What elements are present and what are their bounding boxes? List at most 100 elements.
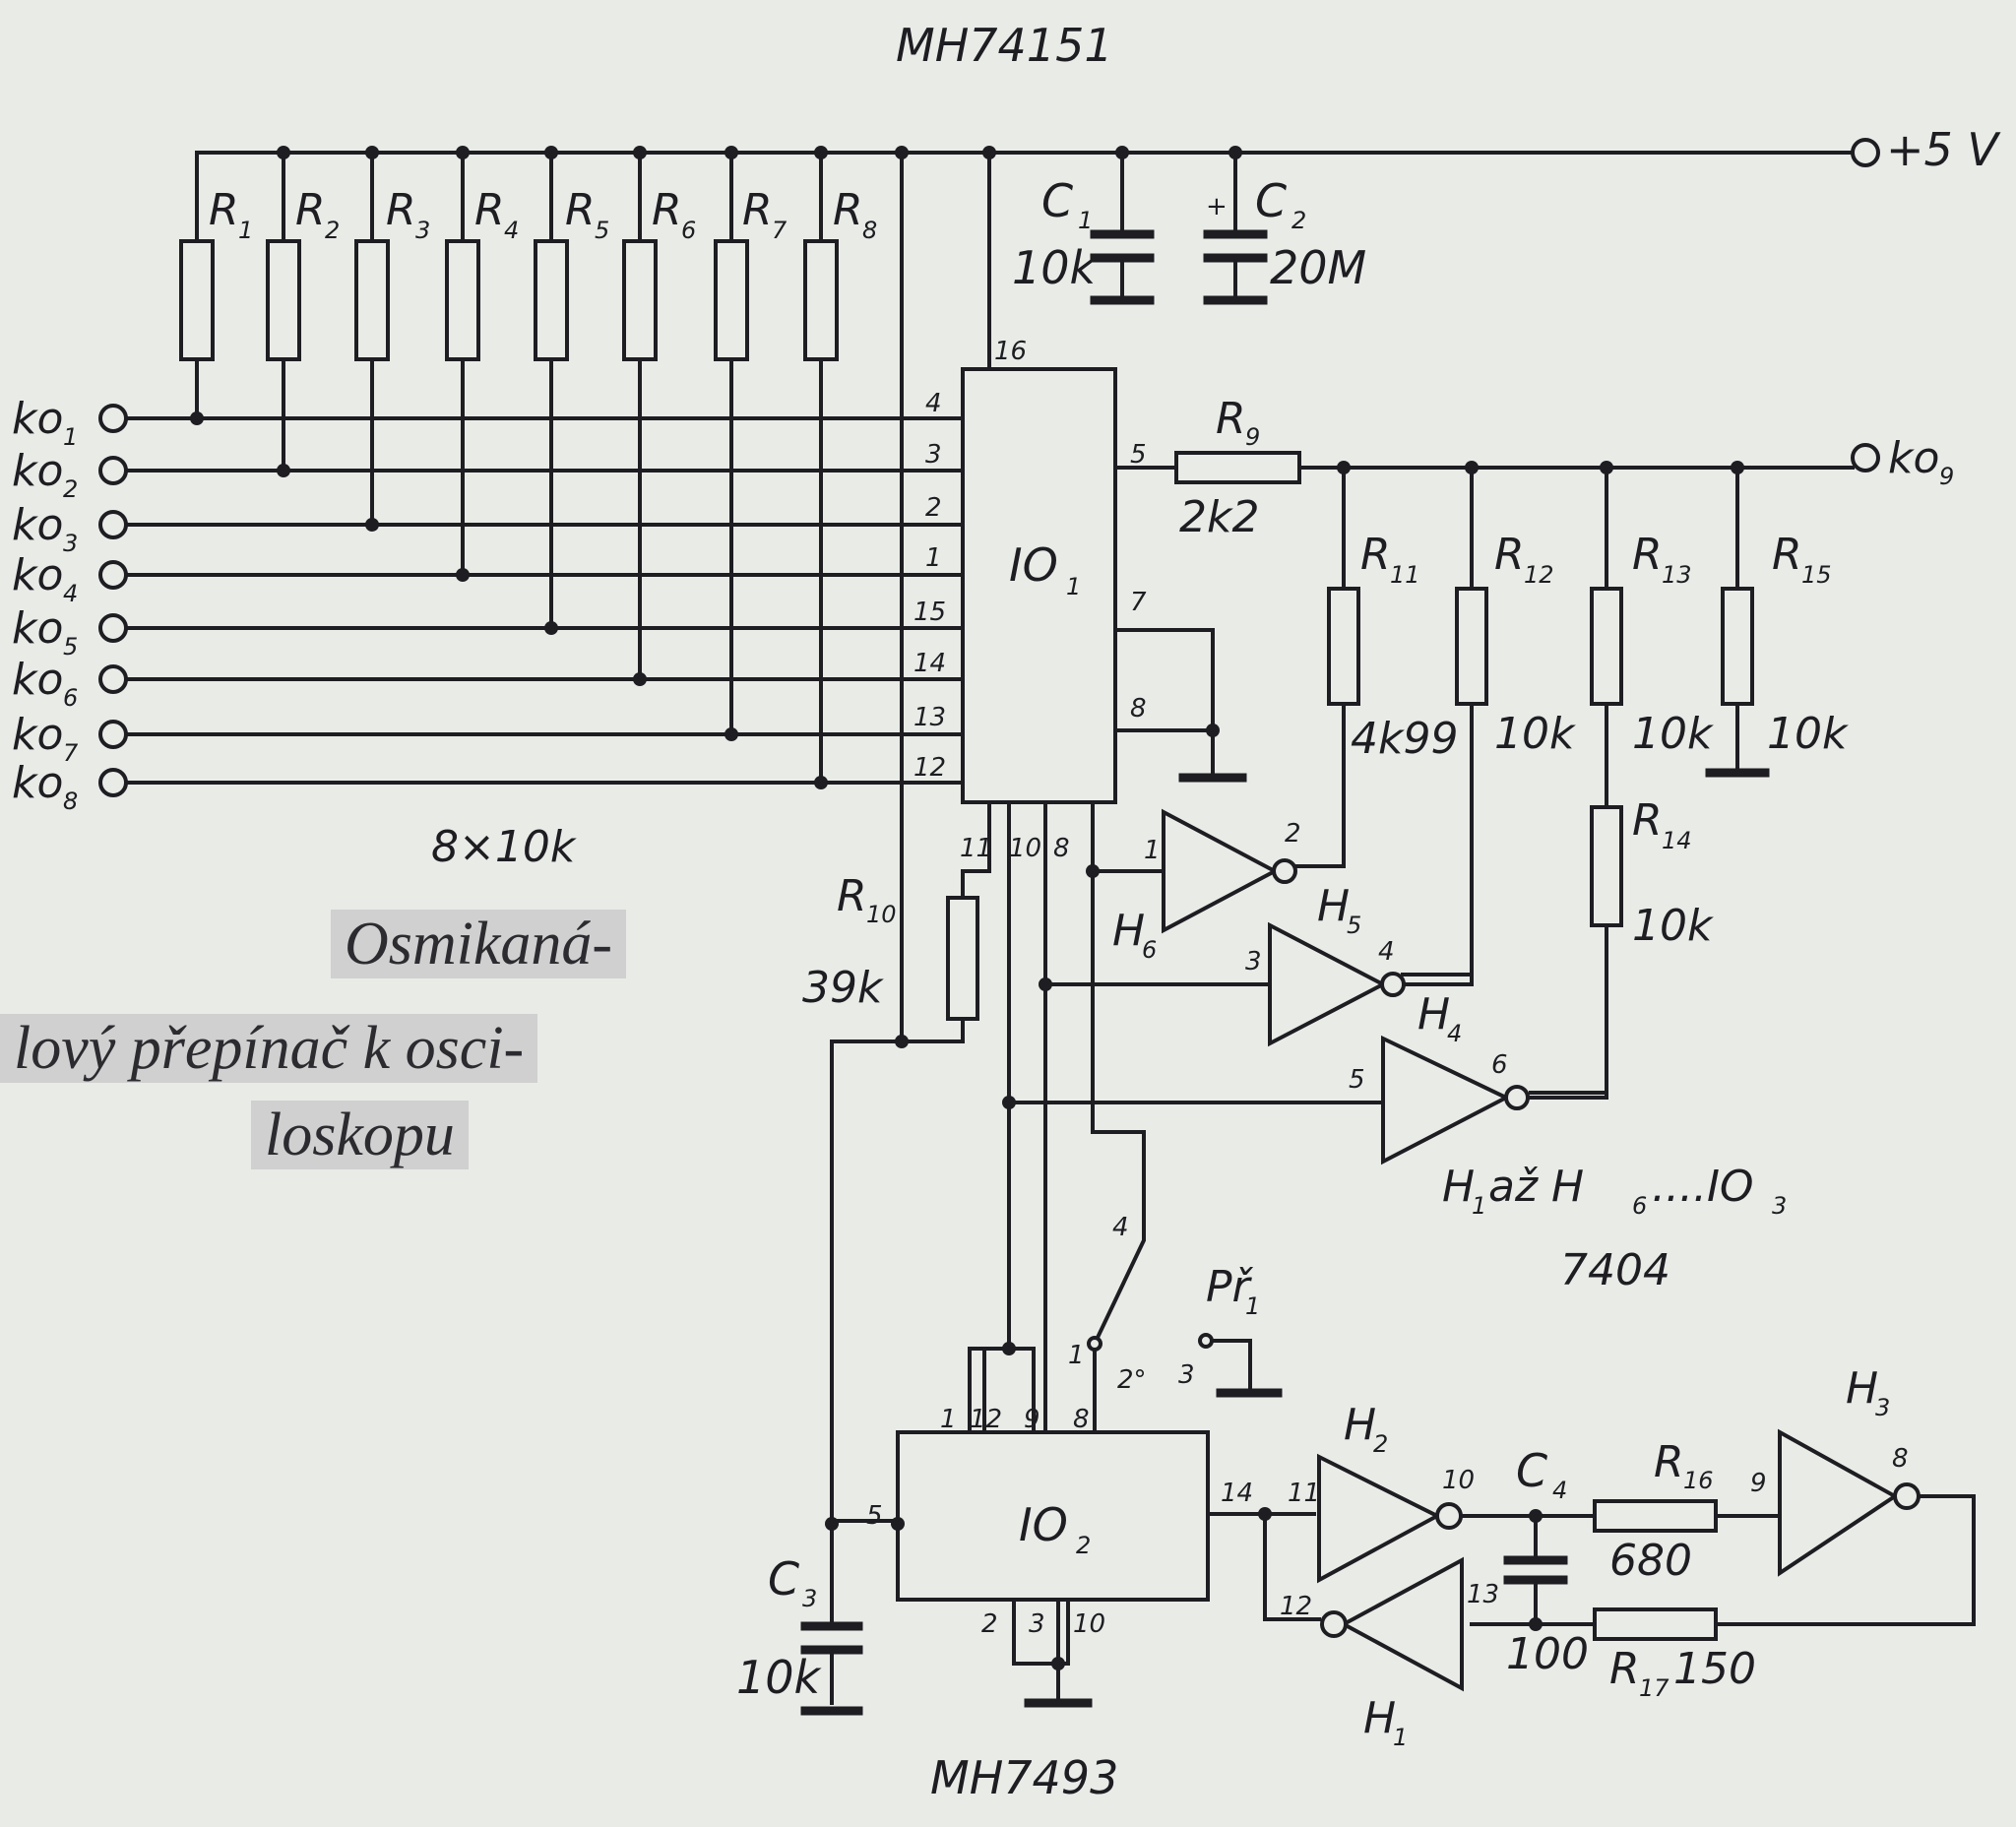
switch-pin-3: 3 — [1178, 1360, 1195, 1390]
svg-text:C: C — [1516, 1444, 1547, 1497]
r11-value: 4k99 — [1351, 714, 1458, 764]
svg-text:12: 12 — [1524, 561, 1554, 589]
svg-text:16: 16 — [994, 337, 1027, 366]
svg-text:R: R — [1772, 530, 1802, 580]
top-ic-title: MH74151 — [896, 19, 1113, 72]
svg-text:ko: ko — [12, 550, 63, 600]
c2-value: 20M — [1270, 241, 1366, 294]
svg-text:1: 1 — [925, 543, 942, 573]
svg-text:3: 3 — [1772, 1192, 1787, 1220]
svg-text:H: H — [1344, 1400, 1376, 1450]
h2-pin-in: 11 — [1288, 1479, 1320, 1508]
h6-pin-out: 6 — [1491, 1050, 1508, 1080]
io1-chip — [961, 367, 1117, 804]
c4-wire — [1459, 1514, 1597, 1626]
gate-chip: 7404 — [1560, 1245, 1670, 1295]
r17-value: 150 — [1673, 1644, 1756, 1694]
svg-text:R: R — [209, 185, 239, 235]
svg-text:3: 3 — [802, 1585, 817, 1612]
svg-text:C: C — [1041, 174, 1073, 227]
svg-text:....IO: ....IO — [1652, 1162, 1754, 1212]
svg-text:2: 2 — [925, 493, 942, 523]
h3-label: H3 — [1846, 1363, 1890, 1421]
output-terminal — [1851, 443, 1880, 472]
svg-text:IO: IO — [1009, 538, 1058, 592]
input-dots — [190, 411, 828, 789]
c4-value: 100 — [1506, 1629, 1589, 1679]
inverter-h5 — [1162, 808, 1297, 934]
caption-line-1: Osmikaná- — [331, 910, 627, 978]
h1-pin-in: 13 — [1467, 1580, 1499, 1609]
svg-text:3: 3 — [1029, 1609, 1045, 1639]
svg-text:8: 8 — [1130, 694, 1147, 724]
inverter-h1 — [1320, 1556, 1464, 1692]
h3-pin-out: 8 — [1892, 1444, 1909, 1474]
svg-text:R: R — [742, 185, 773, 235]
inverter-h3 — [1778, 1428, 1921, 1577]
c3-value: 10k — [736, 1651, 823, 1704]
svg-text:10: 10 — [1073, 1609, 1105, 1639]
svg-text:6: 6 — [681, 217, 696, 244]
svg-text:1: 1 — [1472, 1192, 1486, 1220]
svg-text:1: 1 — [1078, 207, 1093, 234]
svg-text:1: 1 — [1245, 1292, 1260, 1320]
svg-text:3: 3 — [1875, 1394, 1890, 1421]
svg-text:2: 2 — [1292, 207, 1306, 234]
svg-text:H: H — [1418, 989, 1450, 1040]
svg-text:11: 11 — [1390, 561, 1420, 589]
r13-value: 10k — [1632, 709, 1714, 759]
svg-text:H: H — [1363, 1693, 1396, 1743]
r13-resistor — [1590, 587, 1623, 706]
svg-text:H: H — [1846, 1363, 1878, 1414]
svg-text:4: 4 — [1447, 1020, 1462, 1047]
svg-text:R: R — [1632, 795, 1663, 846]
svg-text:2: 2 — [1373, 1430, 1388, 1458]
svg-text:5: 5 — [1347, 912, 1361, 939]
svg-text:5: 5 — [63, 633, 78, 661]
r12-resistor — [1455, 587, 1488, 706]
bottom-ic-title: MH7493 — [930, 1751, 1118, 1804]
svg-text:12: 12 — [914, 753, 946, 783]
h5-label: H5 — [1317, 881, 1361, 939]
svg-text:5: 5 — [595, 217, 609, 244]
svg-text:ko: ko — [12, 710, 63, 760]
vcc-drop-wire — [830, 151, 904, 1523]
svg-text:4: 4 — [504, 217, 519, 244]
h1-label: H1 — [1363, 1693, 1408, 1751]
r11-resistor — [1327, 587, 1360, 706]
r15-value: 10k — [1767, 709, 1849, 759]
inverter-input-wires — [1007, 869, 1385, 1104]
svg-text:1: 1 — [63, 423, 78, 451]
svg-text:R: R — [837, 871, 867, 921]
select-lines — [961, 800, 1146, 1434]
r12-value: 10k — [1494, 709, 1576, 759]
caption-line-2: lový přepínač k osci- — [0, 1014, 538, 1083]
r11-wire — [1292, 466, 1346, 868]
c3-capacitor — [800, 1621, 863, 1716]
svg-text:7: 7 — [1130, 588, 1147, 617]
h6-label: H6 — [1112, 906, 1157, 964]
svg-text:+: + — [1206, 192, 1228, 221]
svg-text:R: R — [565, 185, 596, 235]
svg-text:4: 4 — [1552, 1477, 1567, 1504]
svg-text:až H: až H — [1488, 1162, 1584, 1212]
svg-text:3: 3 — [63, 530, 78, 557]
caption-line-3: loskopu — [251, 1101, 469, 1169]
io1-gnd-dot — [1206, 724, 1220, 737]
svg-text:10: 10 — [1009, 834, 1041, 863]
svg-text:9: 9 — [1024, 1405, 1040, 1434]
